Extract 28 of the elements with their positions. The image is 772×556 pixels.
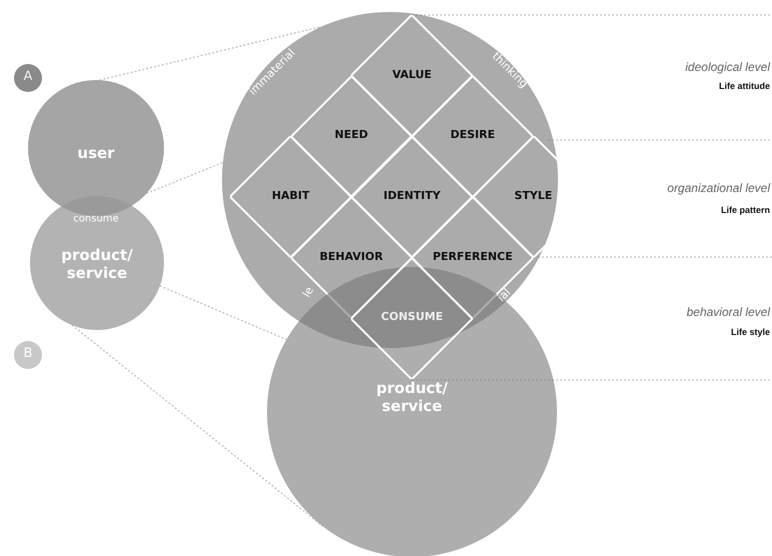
- node-label: STYLE: [513, 188, 554, 202]
- node-label: HABIT: [270, 188, 311, 202]
- node-label: product/ service: [375, 379, 449, 415]
- node-label: DESIRE: [449, 128, 496, 142]
- node-label: A: [22, 69, 34, 85]
- level-name: Life pattern: [720, 205, 770, 215]
- node-label: IDENTITY: [382, 188, 442, 202]
- dotted-line: [72, 324, 324, 527]
- node-label: BEHAVIOR: [318, 250, 384, 263]
- level-label: ideological level: [685, 60, 770, 74]
- node-label: NEED: [334, 128, 369, 142]
- letter-badge: [14, 64, 42, 92]
- level-label: organizational level: [667, 181, 770, 195]
- level-name: Life style: [730, 327, 770, 337]
- letter-badge: [14, 341, 42, 369]
- node-label: product/ service: [60, 246, 134, 282]
- level-label: behavioral level: [686, 305, 770, 319]
- node-label: user: [76, 144, 116, 162]
- node-label: PERFERENCE: [432, 250, 514, 263]
- dotted-line: [146, 162, 224, 194]
- axis-label: le: [300, 284, 316, 300]
- dotted-line: [160, 285, 287, 340]
- node-label: CONSUME: [380, 310, 444, 324]
- level-name: Life attitude: [719, 81, 770, 91]
- overlap-label: consume: [73, 214, 119, 224]
- axis-label: ial: [494, 286, 514, 304]
- dotted-line: [99, 26, 322, 81]
- node-label: VALUE: [391, 68, 433, 81]
